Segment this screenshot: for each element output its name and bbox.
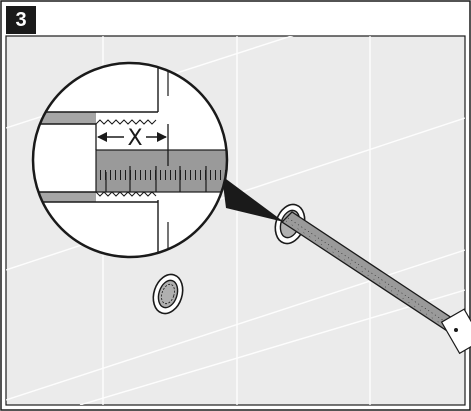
callout-connector (222, 176, 284, 222)
tape-measure-icon (280, 211, 471, 355)
dimension-x-label: X (127, 126, 142, 151)
threaded-fitting-icon (152, 273, 184, 315)
magnified-detail: X (31, 61, 229, 259)
step-number-badge: 3 (6, 6, 36, 34)
